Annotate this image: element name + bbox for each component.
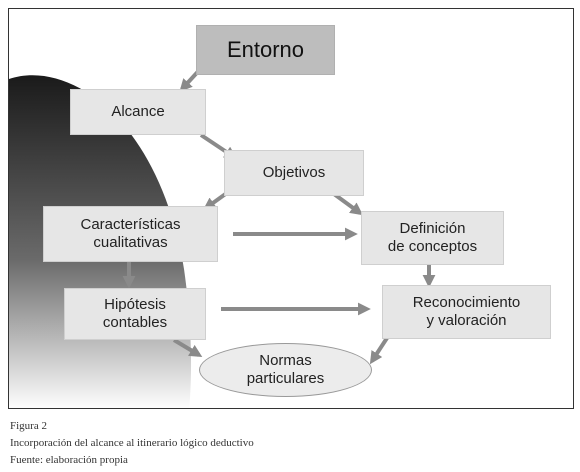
arrow-reconocimiento-normas	[369, 336, 389, 365]
arrow-objetivos-definicion	[332, 192, 364, 216]
node-reconocimiento: Reconocimiento y valoración	[382, 285, 551, 339]
node-hipotesis: Hipótesis contables	[64, 288, 206, 340]
arrow-hipotesis-normas	[172, 338, 203, 357]
node-alcance-label: Alcance	[111, 103, 165, 120]
node-caracteristicas: Características cualitativas	[43, 206, 218, 262]
node-hipotesis-line2: contables	[102, 314, 168, 331]
node-normas-line1: Normas	[259, 352, 312, 369]
node-alcance: Alcance	[70, 89, 206, 135]
node-entorno-label: Entorno	[226, 37, 305, 62]
node-reconocimiento-line2: y valoración	[426, 312, 507, 329]
figure-number: Figura 2	[10, 420, 47, 432]
node-objetivos: Objetivos	[224, 150, 364, 196]
node-definicion-line2: de conceptos	[387, 238, 478, 255]
figure-title: Incorporación del alcance al itinerario …	[10, 437, 254, 449]
node-objetivos-label: Objetivos	[262, 164, 326, 181]
node-normas: Normas particulares	[199, 343, 372, 397]
node-caracteristicas-line2: cualitativas	[93, 234, 168, 251]
node-hipotesis-line1: Hipótesis	[104, 296, 166, 313]
node-caracteristicas-line1: Características	[80, 216, 181, 233]
node-definicion-line1: Definición	[399, 220, 466, 237]
node-entorno: Entorno	[196, 25, 335, 75]
node-reconocimiento-line1: Reconocimiento	[412, 294, 521, 311]
figure-source: Fuente: elaboración propia	[10, 454, 128, 466]
node-normas-line2: particulares	[246, 370, 325, 387]
node-definicion: Definición de conceptos	[361, 211, 504, 265]
diagram-frame: Entorno Alcance Objetivos Característica…	[8, 8, 574, 409]
